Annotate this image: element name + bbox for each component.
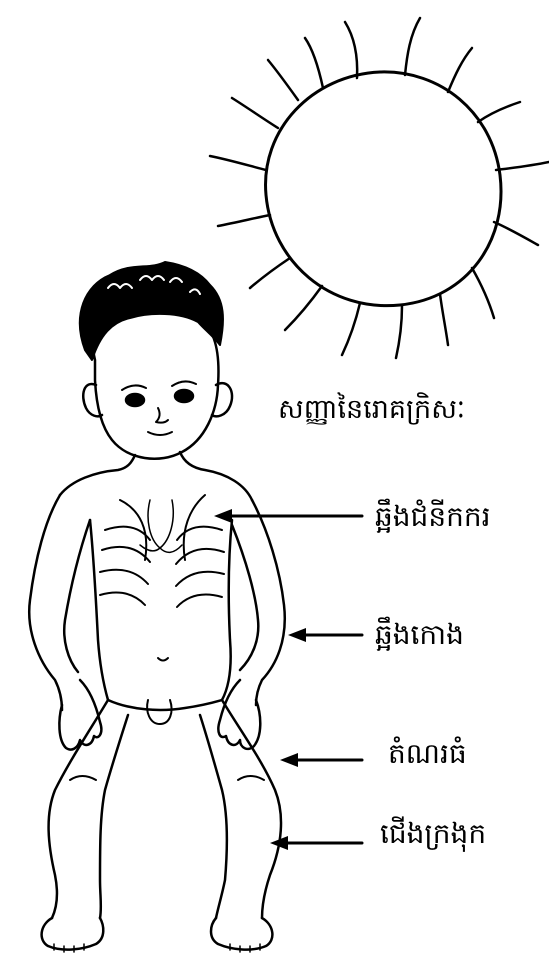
label-knee: តំណរធំ — [388, 740, 467, 768]
navel — [158, 658, 168, 661]
diagram-title: សញ្ញានៃរោគក្រិសៈ — [278, 396, 465, 423]
left-foot — [42, 918, 104, 950]
right-ear — [212, 383, 232, 416]
sun-icon — [210, 18, 549, 358]
child-figure — [29, 262, 285, 952]
left-arm — [29, 495, 90, 710]
right-foot — [211, 918, 272, 950]
mouth — [148, 432, 172, 435]
label-arm: ឆ្អឹងកោង — [375, 621, 464, 649]
right-hand — [218, 680, 260, 749]
head — [93, 310, 219, 458]
ribs — [100, 495, 224, 607]
left-hand — [59, 680, 101, 750]
label-ribs: ឆ្អឹងជំនីកករ — [375, 503, 491, 531]
right-eye — [175, 390, 193, 402]
right-leg — [200, 700, 281, 918]
pointer-arrows — [214, 509, 362, 850]
label-legs: ជើងក្រងុក — [380, 820, 486, 848]
right-arm — [232, 500, 285, 705]
nose — [156, 408, 168, 423]
left-eye — [126, 394, 144, 406]
